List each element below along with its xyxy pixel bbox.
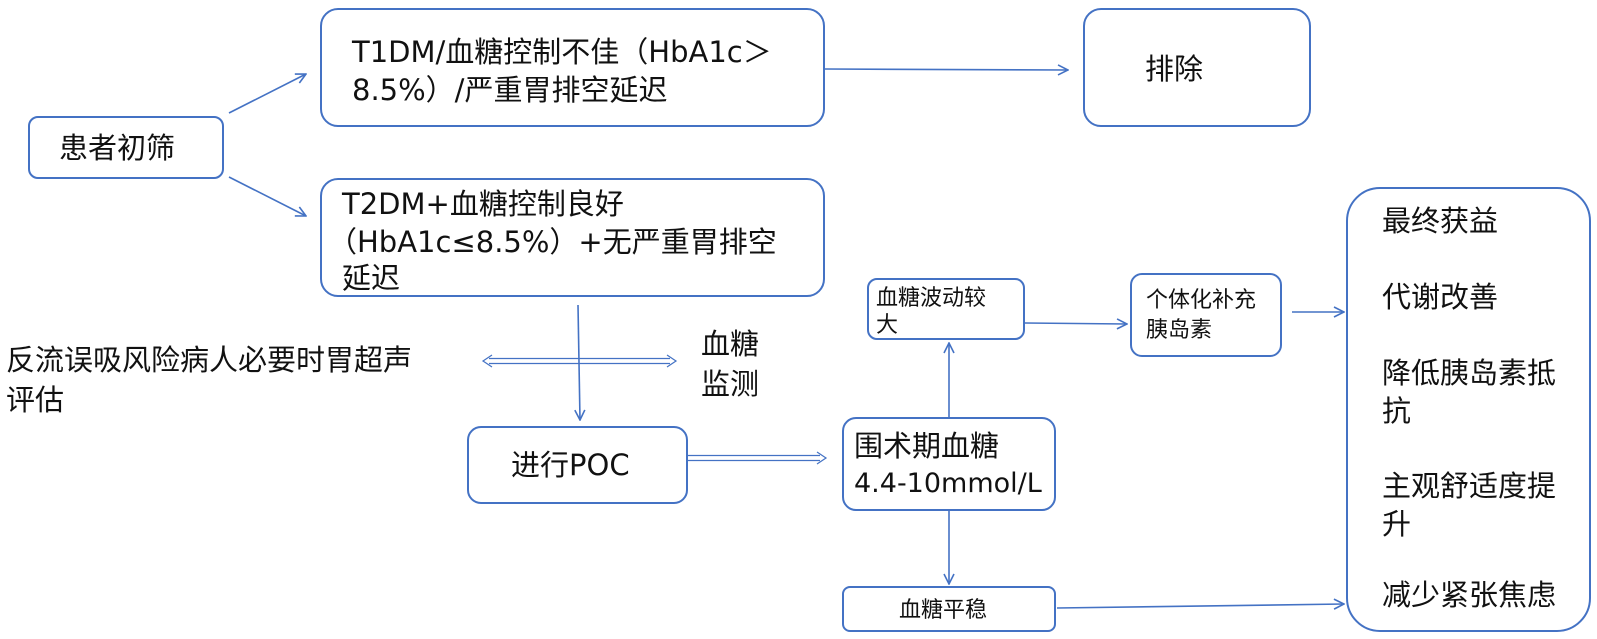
- ultrasound-note-line-1: 反流误吸风险病人必要时胃超声: [6, 343, 413, 377]
- inclusion-criteria-line-3: 延迟: [342, 261, 401, 295]
- benefits-box: 最终获益 代谢改善 降低胰岛素抵 抗 主观舒适度提 升 减少紧张焦虑: [1346, 187, 1591, 632]
- fluctuation-box: 血糖波动较 大: [867, 278, 1025, 340]
- double-arrow-ultrasound: [481, 354, 582, 368]
- arrow-exclusion-to-exclude: [824, 69, 1068, 70]
- exclusion-criteria-line-1: T1DM/血糖控制不佳（HbA1c＞: [352, 35, 772, 69]
- benefit-item-5: 减少紧张焦虑: [1382, 578, 1557, 612]
- benefit-item-3-line-2: 抗: [1382, 394, 1412, 428]
- benefit-item-3-line-1: 降低胰岛素抵: [1382, 356, 1557, 390]
- exclusion-criteria-box: T1DM/血糖控制不佳（HbA1c＞ 8.5%）/严重胃排空延迟: [320, 8, 825, 127]
- arrow-screening-to-exclusion: [228, 74, 306, 114]
- screening-box: 患者初筛: [28, 116, 224, 179]
- arrow-fluctuation-to-insulin: [1024, 323, 1127, 324]
- benefit-item-1: 最终获益: [1382, 204, 1499, 238]
- insulin-line-1: 个体化补充: [1146, 288, 1257, 313]
- glucose-monitor-line-2: 监测: [701, 367, 760, 401]
- fluctuation-line-1: 血糖波动较: [876, 286, 987, 311]
- exclude-box: 排除: [1083, 8, 1311, 127]
- arrow-stable-to-benefits: [1056, 604, 1344, 608]
- poc-label: 进行POC: [511, 448, 630, 482]
- stable-label: 血糖平稳: [899, 598, 988, 623]
- insulin-box: 个体化补充 胰岛素: [1130, 273, 1282, 357]
- ultrasound-note-line-2: 评估: [6, 383, 65, 417]
- arrow-inclusion-to-poc: [578, 304, 580, 420]
- inclusion-criteria-line-2: （HbA1c≤8.5%）+无严重胃排空: [328, 225, 777, 259]
- periop-glucose-line-1: 围术期血糖: [854, 429, 1000, 463]
- periop-glucose-box: 围术期血糖 4.4-10mmol/L: [842, 417, 1056, 511]
- exclude-label: 排除: [1145, 52, 1204, 86]
- exclusion-criteria-line-2: 8.5%）/严重胃排空延迟: [352, 73, 668, 107]
- glucose-monitor-line-1: 血糖: [701, 327, 760, 361]
- double-arrow-poc-to-periop: [688, 451, 828, 465]
- inclusion-criteria-line-1: T2DM+血糖控制良好: [342, 187, 624, 221]
- periop-glucose-line-2: 4.4-10mmol/L: [854, 468, 1042, 499]
- stable-box: 血糖平稳: [842, 586, 1056, 632]
- poc-box: 进行POC: [467, 426, 688, 504]
- double-arrow-glucose-monitor: [582, 354, 678, 368]
- inclusion-criteria-box: T2DM+血糖控制良好 （HbA1c≤8.5%）+无严重胃排空 延迟: [320, 178, 825, 297]
- benefit-item-2: 代谢改善: [1382, 280, 1499, 314]
- insulin-line-2: 胰岛素: [1146, 318, 1213, 343]
- benefit-item-4-line-2: 升: [1382, 507, 1412, 541]
- benefit-item-4-line-1: 主观舒适度提: [1382, 469, 1557, 503]
- screening-label: 患者初筛: [59, 131, 176, 165]
- fluctuation-line-2: 大: [876, 313, 899, 338]
- arrow-screening-to-inclusion: [228, 176, 306, 216]
